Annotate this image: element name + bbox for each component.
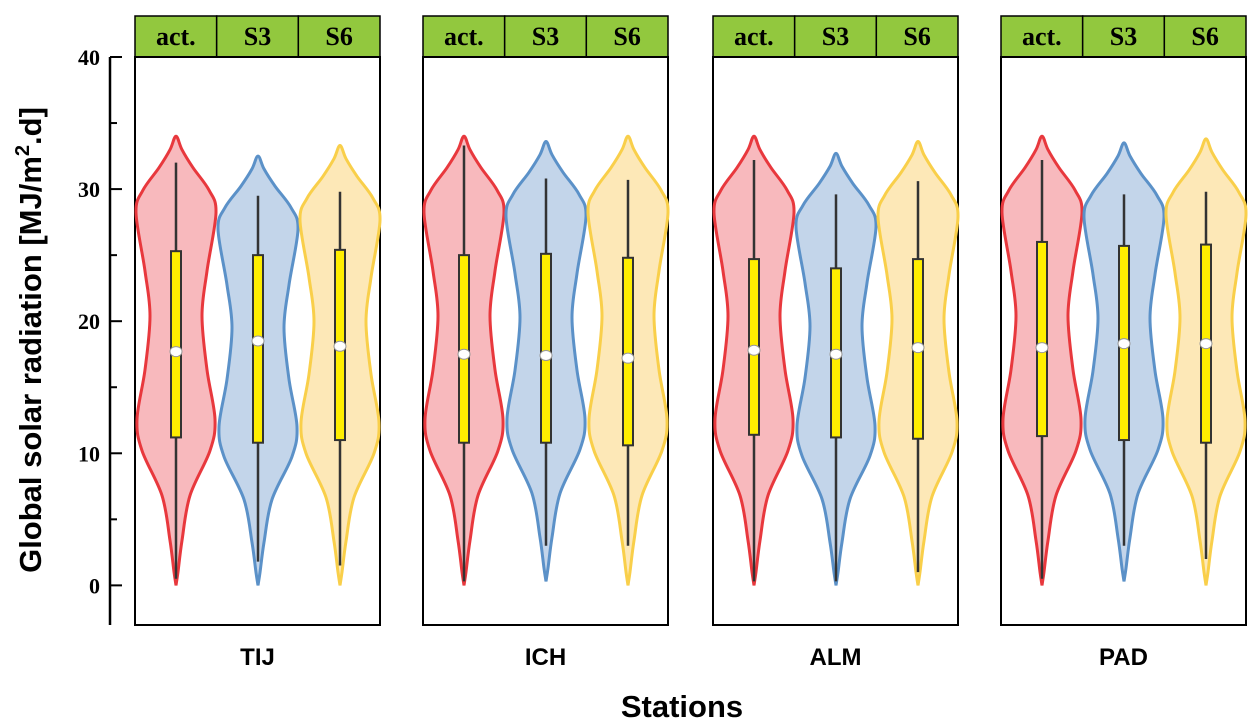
strip-label: act. [734,22,774,51]
median-point [1199,338,1213,350]
strip-cell [1163,15,1247,58]
iqr-box [252,254,264,444]
median-point [539,350,553,362]
station-label: PAD [1099,644,1148,671]
strip-cell [1000,15,1084,58]
strip-cell [215,15,300,58]
iqr-box [170,250,182,439]
median-point [621,352,635,364]
iqr-box [622,256,634,447]
strip-label: act. [1022,22,1062,51]
iqr-box [540,252,552,444]
y-tick-label: 0 [89,573,100,598]
strip-label: S3 [822,22,849,51]
median-point [251,335,265,347]
y-tick-label: 20 [78,309,100,334]
strip-label: act. [156,22,196,51]
y-tick-label: 40 [78,45,100,70]
strip-label: S6 [613,22,640,51]
iqr-box [1036,240,1048,438]
superscript: 2 [12,145,34,156]
strip-label: S6 [325,22,352,51]
strip-cell [503,15,588,58]
median-point [169,346,183,358]
ylabel-rest: .d] [13,107,48,145]
y-tick-label: 30 [78,177,100,202]
strip-cell [875,15,959,58]
station-label: ICH [525,644,566,671]
strip-cell [422,15,506,58]
strip-label: S3 [1110,22,1137,51]
strip-label: S3 [244,22,271,51]
station-label: ALM [810,644,862,671]
strip-cell [585,15,669,58]
median-point [457,348,471,360]
strip-cell [712,15,796,58]
strip-label: S6 [903,22,930,51]
strip-label: S3 [532,22,559,51]
strip-label: act. [444,22,484,51]
median-point [1035,342,1049,354]
median-point [747,344,761,356]
median-point [911,342,925,354]
y-tick-label: 10 [78,441,100,466]
median-point [333,340,347,352]
median-point [1117,338,1131,350]
strip-label: S6 [1191,22,1218,51]
x-axis-title: Stations [621,689,743,724]
y-axis: 0 10 20 30 40 [78,45,122,625]
y-axis-title: Global solar radiation [MJ/m2.d] [12,107,48,573]
station-label: TIJ [240,644,275,671]
median-point [829,348,843,360]
